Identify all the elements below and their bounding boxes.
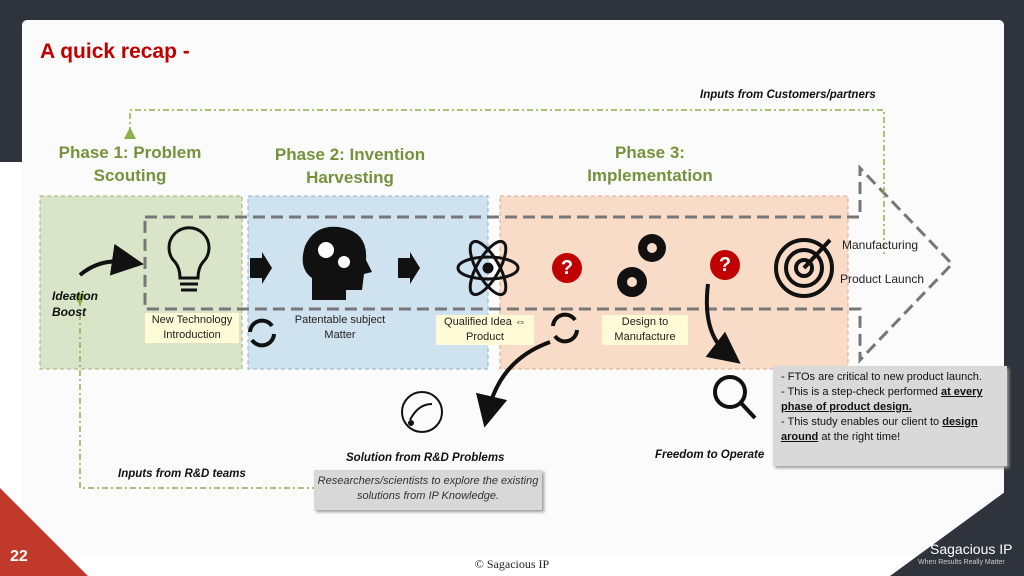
- brand-tagline: When Results Really Matter: [918, 559, 1005, 566]
- cycle-icon: [248, 312, 579, 348]
- design-label: Design to Manufacture: [602, 315, 688, 345]
- fto-note: - FTOs are critical to new product launc…: [773, 366, 1007, 466]
- magnifier-icon: [713, 375, 757, 420]
- page-number: 22: [10, 548, 28, 565]
- question-icon: ?: [710, 250, 740, 280]
- target-icon: [774, 238, 834, 298]
- phase2-label: Phase 2: Invention Harvesting: [274, 145, 426, 187]
- manufacturing-label: Manufacturing: [842, 238, 919, 252]
- top-input-line: [124, 109, 885, 256]
- solution-arrow: [476, 340, 551, 428]
- gears-icon: [617, 234, 666, 297]
- dark-corner: [890, 478, 1024, 576]
- bulb-icon: [167, 226, 211, 292]
- input-top-label: Inputs from Customers/partners: [700, 89, 876, 101]
- solution-title: Solution from R&D Problems: [346, 452, 505, 464]
- copyright: © Sagacious IP: [474, 557, 550, 571]
- qualified-label: Qualified Idea ⇔ Product: [436, 315, 534, 345]
- input-bottom-label: Inputs from R&D teams: [118, 468, 246, 480]
- brain-gears-icon: [302, 226, 372, 300]
- phase1-label: Phase 1: Problem Scouting: [58, 143, 202, 185]
- patentable-label: Patentable subject Matter: [294, 314, 386, 341]
- brand-name: Sagacious IP: [930, 541, 1013, 557]
- new-tech-label: New Technology Introduction: [145, 313, 239, 343]
- step-arrow-2: [398, 252, 420, 284]
- solution-note: Researchers/scientists to explore the ex…: [314, 470, 542, 510]
- phase1-box: [39, 195, 243, 370]
- bottom-input-line: [74, 294, 316, 489]
- atom-icon: [456, 239, 520, 297]
- slide-title: A quick recap -: [40, 40, 190, 63]
- question-icon: ?: [552, 253, 582, 283]
- red-corner: [0, 488, 88, 576]
- launch-label: Product Launch: [840, 272, 925, 286]
- fto-arrow: [704, 283, 741, 364]
- strategy-icon: [401, 391, 443, 433]
- ideation-arrow: [78, 243, 144, 277]
- fto-title: Freedom to Operate: [655, 449, 765, 461]
- process-arrow: [143, 164, 955, 364]
- ideation-label: Ideation Boost: [52, 289, 99, 319]
- step-arrow-1: [250, 252, 272, 284]
- phase3-label: Phase 3: Implementation: [587, 143, 713, 185]
